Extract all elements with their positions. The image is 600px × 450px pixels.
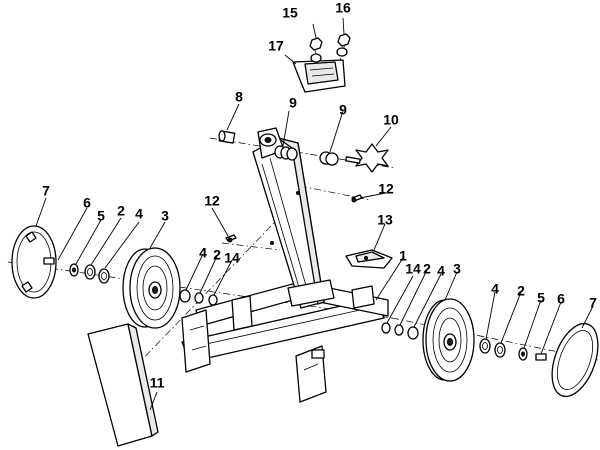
callout-4: 4 (135, 206, 143, 222)
right-hubcap-part (551, 322, 599, 398)
callout-12: 12 (378, 181, 394, 197)
callout-6: 6 (557, 291, 565, 307)
nut-part (337, 33, 351, 47)
right-bearing-part (494, 342, 506, 358)
main-frame-part (181, 127, 389, 403)
right-washer-part (518, 347, 528, 361)
bolt-part (218, 130, 236, 144)
callout-2: 2 (423, 261, 431, 277)
callout-6: 6 (83, 195, 91, 211)
callout-9: 9 (289, 95, 297, 111)
left-inner-washer-part (194, 292, 204, 304)
star-knob-part (345, 143, 389, 173)
right-inner-bearing-part (407, 326, 419, 340)
bracket-plate-part (345, 249, 393, 269)
spacer-part (274, 145, 298, 161)
callout-8: 8 (235, 89, 243, 105)
callout-11: 11 (150, 375, 165, 391)
left-bearing-part (84, 264, 96, 280)
kick-plate-part (87, 323, 159, 447)
callout-4: 4 (491, 281, 499, 297)
callout-16: 16 (335, 0, 351, 16)
callout-2: 2 (117, 203, 125, 219)
callout-14: 14 (224, 250, 240, 266)
right-inner-washer-part (394, 324, 404, 336)
callout-2: 2 (517, 283, 525, 299)
callout-2: 2 (213, 247, 221, 263)
callout-4: 4 (437, 263, 445, 279)
callout-7: 7 (42, 183, 50, 199)
left-washer-part (69, 263, 79, 277)
left-wheel-part (122, 247, 181, 329)
right-pin-part (535, 353, 547, 361)
callout-1: 1 (399, 248, 407, 264)
left-spacer-part (208, 294, 218, 306)
nut-part (309, 37, 323, 51)
callout-labels: 1 2 2 2 2 3 3 4 4 4 4 5 5 6 6 7 7 8 9 9 … (42, 0, 597, 391)
callout-17: 17 (268, 38, 284, 54)
callout-10: 10 (383, 112, 399, 128)
left-bearing-part (98, 268, 110, 284)
pin-part (225, 234, 237, 243)
top-bracket-part (292, 47, 348, 93)
callout-3: 3 (453, 261, 461, 277)
right-spacer-part (381, 322, 391, 334)
spacer-part (319, 151, 339, 166)
callout-12: 12 (204, 193, 220, 209)
left-hubcap-part (11, 225, 57, 299)
right-wheel-part (422, 298, 475, 382)
callout-3: 3 (161, 208, 169, 224)
callout-14: 14 (405, 261, 421, 277)
callout-5: 5 (97, 208, 105, 224)
pin-part (351, 194, 363, 203)
callout-7: 7 (589, 295, 597, 311)
callout-15: 15 (282, 5, 298, 21)
callout-5: 5 (537, 290, 545, 306)
right-bearing-part (479, 338, 491, 354)
left-pin-part (43, 257, 55, 265)
left-inner-bearing-part (179, 289, 191, 303)
leader-lines (35, 17, 594, 411)
callout-9: 9 (339, 102, 347, 118)
callout-4: 4 (199, 245, 207, 261)
callout-13: 13 (377, 212, 393, 228)
